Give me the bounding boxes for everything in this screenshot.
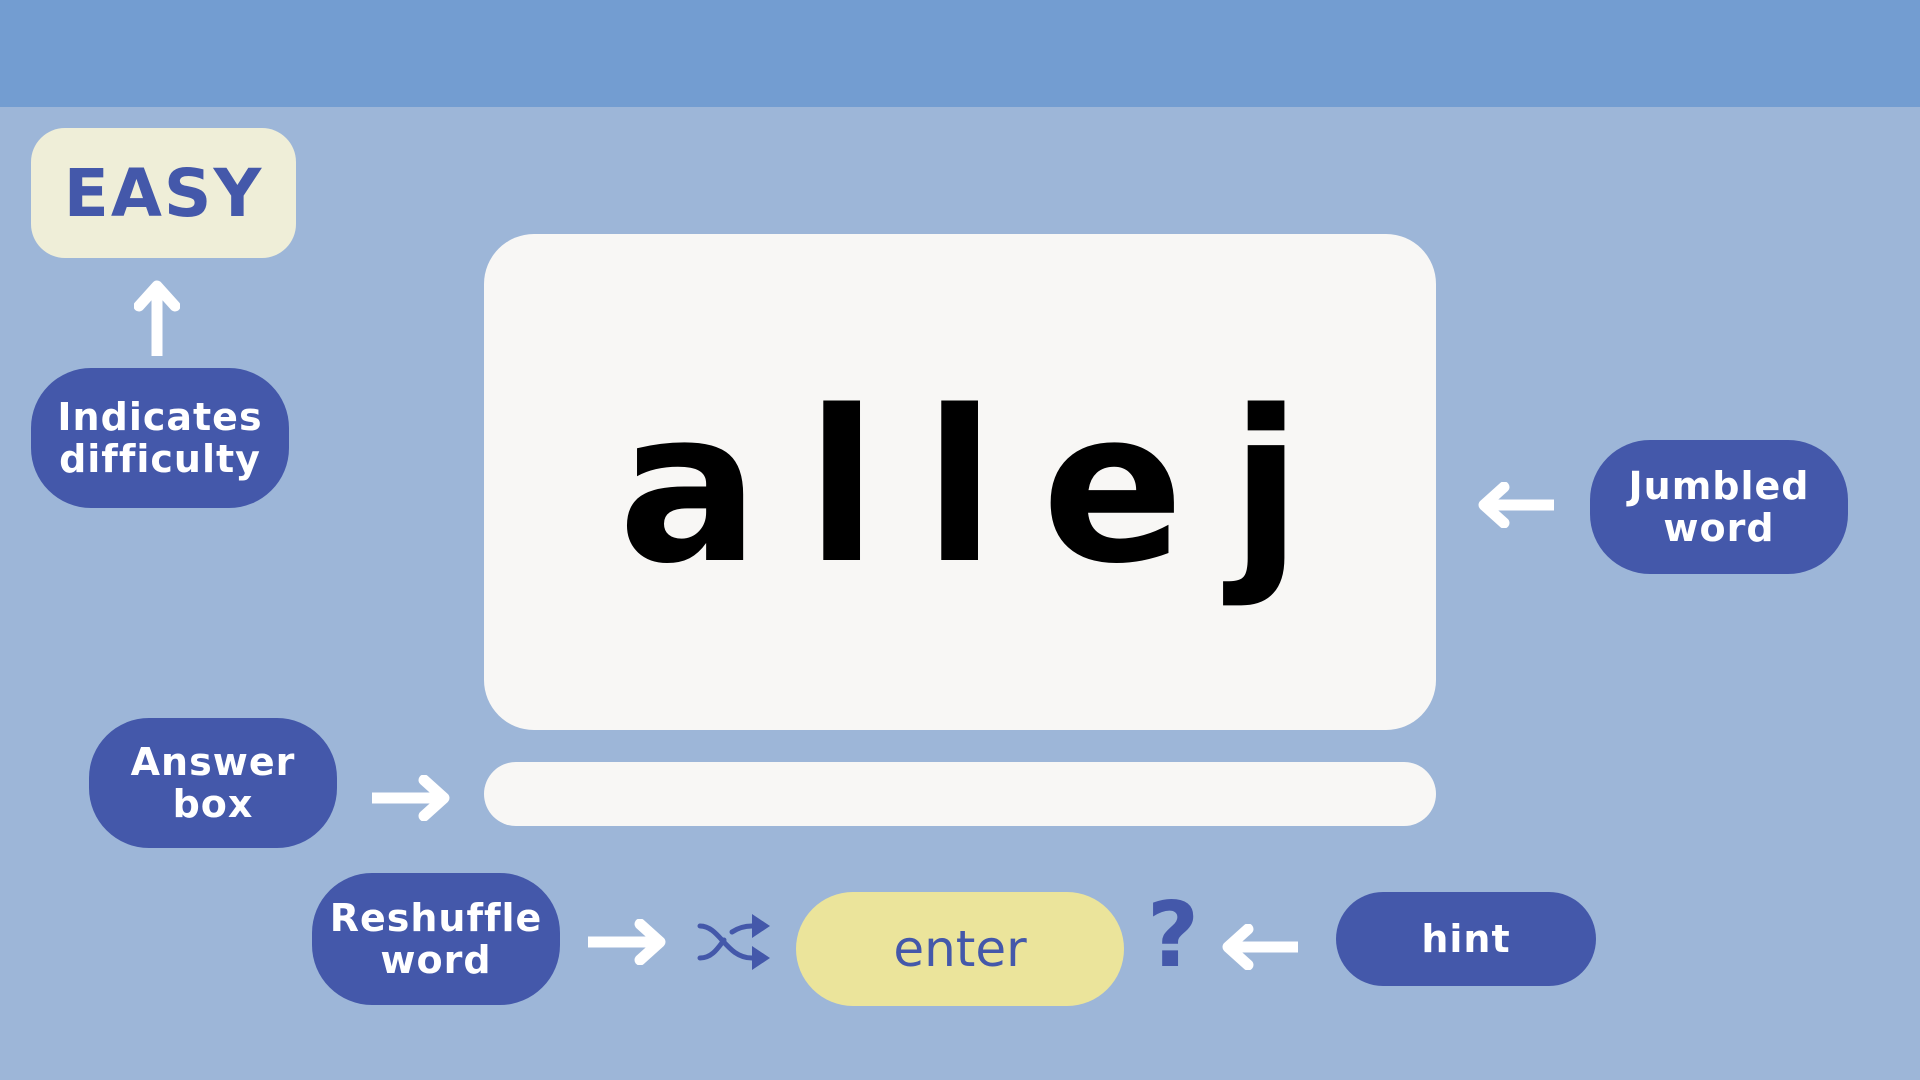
jumbled-word: allej — [617, 364, 1349, 610]
callout-jumbled-word: Jumbled word — [1590, 440, 1848, 574]
callout-difficulty: Indicates difficulty — [31, 368, 289, 508]
callout-hint: hint — [1336, 892, 1596, 986]
answer-input[interactable] — [484, 762, 1436, 826]
arrow-left-icon — [1478, 482, 1554, 528]
callout-answer-box: Answer box — [89, 718, 337, 848]
arrow-up-icon — [134, 280, 180, 356]
arrow-right-icon — [588, 919, 666, 965]
jumbled-word-panel: allej — [484, 234, 1436, 730]
enter-button[interactable]: enter — [796, 892, 1124, 1006]
arrow-left-icon — [1222, 924, 1298, 970]
arrow-right-icon — [372, 775, 450, 821]
callout-reshuffle: Reshuffle word — [312, 873, 560, 1005]
hint-button[interactable]: ? — [1146, 883, 1200, 988]
top-bar — [0, 0, 1920, 107]
shuffle-icon[interactable] — [696, 908, 774, 976]
difficulty-badge: EASY — [31, 128, 296, 258]
